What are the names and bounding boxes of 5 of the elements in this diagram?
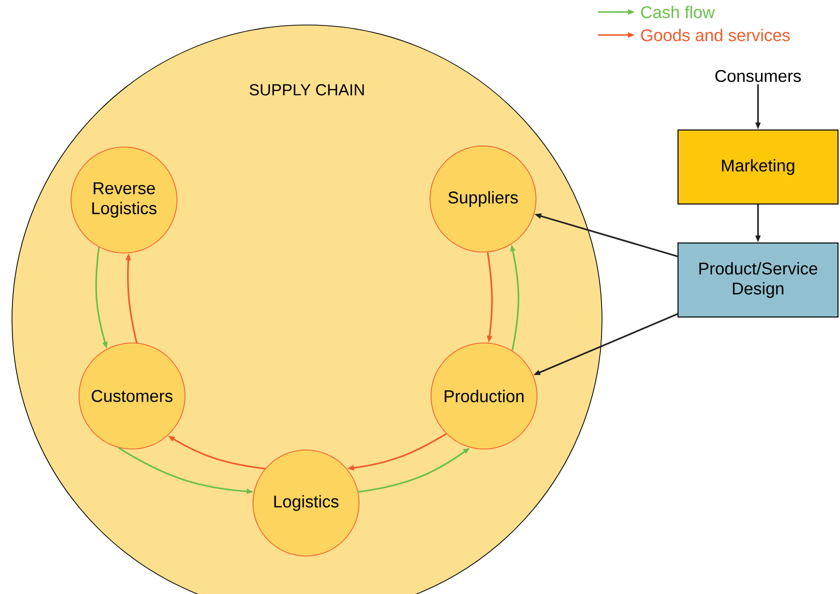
consumers-label: Consumers	[715, 70, 801, 82]
marketing-box: Marketing	[678, 130, 838, 204]
legend-text: Cash flow	[641, 6, 715, 18]
design-box: Product/Service Design	[678, 242, 838, 318]
legend-text: Goods and services	[641, 28, 790, 42]
